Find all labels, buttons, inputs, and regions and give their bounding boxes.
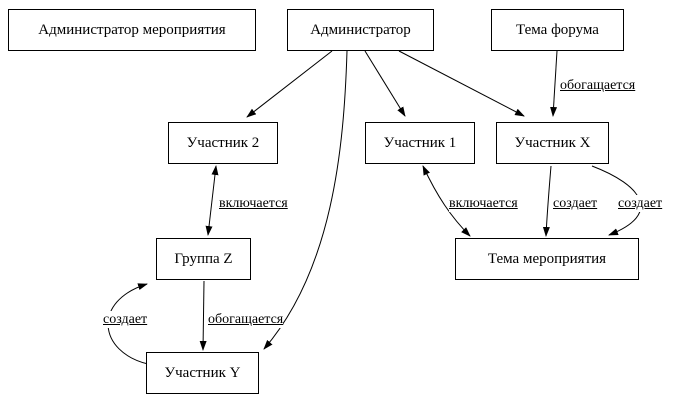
- edge-forumtopic-participantx: [550, 50, 558, 117]
- node-event-topic: Тема мероприятия: [455, 238, 639, 280]
- edge-label-sozdaet-bottom: создает: [103, 311, 148, 328]
- node-group-z: Группа Z: [156, 238, 251, 280]
- edge-label-vklyuchaetsya-left: включается: [219, 195, 288, 212]
- edge-label-obogashchaetsya-top: обогащается: [560, 77, 636, 94]
- edge-participant2-groupz: [205, 165, 219, 236]
- edge-groupz-participanty: [199, 280, 207, 351]
- edge-label-sozdaet-right: создает: [618, 195, 663, 212]
- edge-admin-participant2: [246, 50, 333, 118]
- node-forum-topic: Тема форума: [491, 9, 624, 51]
- node-participant-y: Участник Y: [146, 352, 259, 394]
- edge-label-vklyuchaetsya-right: включается: [449, 195, 518, 212]
- node-participant-1: Участник 1: [365, 122, 475, 164]
- edge-admin-participant1: [364, 50, 406, 117]
- node-participant-2: Участник 2: [168, 122, 278, 164]
- edge-participant1-eventtopic: [422, 165, 471, 237]
- edge-label-obogashchaetsya-bottom: обогащается: [208, 311, 284, 328]
- edge-label-sozdaet-center: создает: [553, 195, 598, 212]
- node-participant-x: Участник X: [496, 122, 609, 164]
- node-event-admin: Администратор мероприятия: [8, 9, 256, 51]
- node-admin: Администратор: [287, 9, 434, 51]
- edge-admin-participanty: [263, 50, 348, 350]
- edge-participantx-eventtopic: [542, 165, 552, 237]
- edge-admin-participantx: [398, 50, 525, 117]
